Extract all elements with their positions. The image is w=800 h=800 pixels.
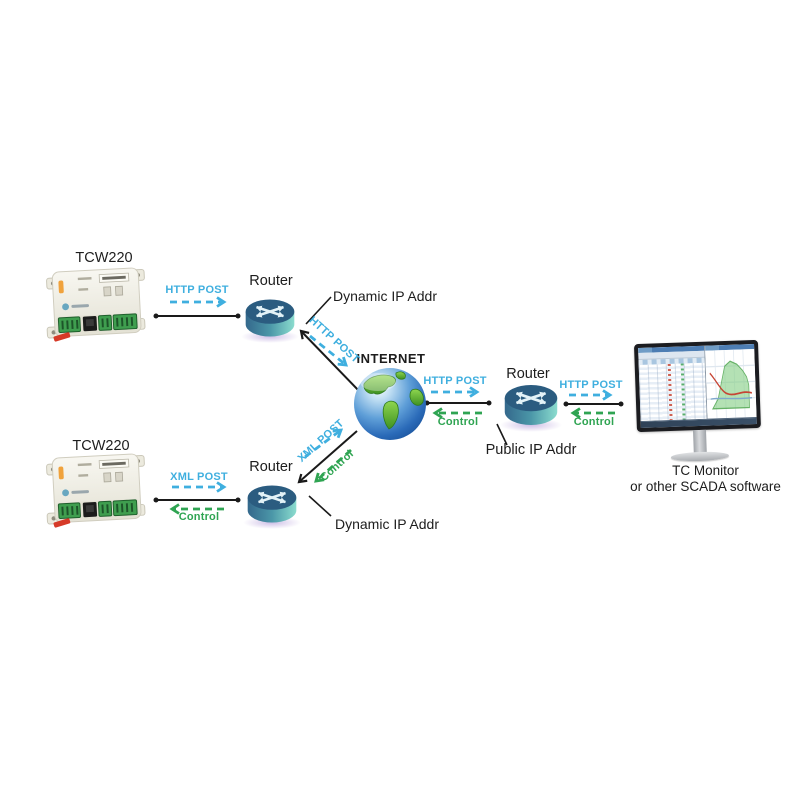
label-control-router-monitor: Control <box>573 416 615 428</box>
device-red-clip <box>53 518 71 528</box>
label-http-post-top-link: HTTP POST <box>165 284 229 296</box>
arrow-http-post-top-diagonal <box>309 334 349 367</box>
device-logo <box>62 489 69 497</box>
label-http-post-internet-router: HTTP POST <box>423 375 487 387</box>
wire-top-router-internet <box>299 329 362 394</box>
continent-greenland <box>395 371 406 380</box>
router-right-icon <box>499 384 563 432</box>
monitor-bezel <box>633 339 761 433</box>
scada-monitor <box>633 339 762 463</box>
label-internet: INTERNET <box>356 351 426 366</box>
label-router-top: Router <box>249 273 293 289</box>
device-led <box>58 280 64 294</box>
label-dynamic-ip-top: Dynamic IP Addr <box>333 288 438 304</box>
label-router-right: Router <box>506 366 550 382</box>
label-control-bottom-link: Control <box>178 511 220 523</box>
device-red-clip <box>53 332 71 342</box>
scada-table-panel <box>638 345 708 422</box>
monitor-stand <box>692 429 707 455</box>
label-http-post-router-monitor: HTTP POST <box>559 379 623 391</box>
label-control-internet-router: Control <box>437 416 479 428</box>
leader-public-ip <box>496 423 508 446</box>
label-tc-monitor-line1: TC Monitor <box>672 463 739 478</box>
arrow-xml-post-bottom-diagonal <box>304 428 344 459</box>
monitor-screen <box>638 344 757 429</box>
continent-south-america <box>382 400 399 430</box>
router-bottom-icon <box>243 485 301 529</box>
router-top-icon <box>241 299 299 343</box>
device-led <box>58 466 64 480</box>
tcw220-device-top-icon <box>46 267 146 342</box>
label-tcw220-top: TCW220 <box>75 250 133 266</box>
label-xml-post-bottom-link: XML POST <box>170 471 228 483</box>
internet-globe-icon <box>354 368 426 440</box>
leader-dynamic-ip-top <box>305 296 332 325</box>
continent-north-america <box>363 374 396 395</box>
scada-chart <box>705 349 757 419</box>
label-tc-monitor-line2: or other SCADA software <box>630 478 781 494</box>
wire-bottom-router-internet <box>297 430 358 484</box>
label-dynamic-ip-bottom: Dynamic IP Addr <box>335 516 440 532</box>
arrow-control-bottom-diagonal <box>314 448 352 483</box>
leader-dynamic-ip-bottom <box>308 495 332 517</box>
continent-africa <box>409 388 424 406</box>
label-router-bottom: Router <box>249 459 293 475</box>
label-tcw220-bottom: TCW220 <box>72 438 130 454</box>
tcw220-device-bottom-icon <box>46 453 146 528</box>
label-tc-monitor: TC Monitor or other SCADA software <box>613 463 798 494</box>
device-logo <box>62 303 69 311</box>
label-public-ip: Public IP Addr <box>485 442 577 458</box>
scada-chart-panel <box>705 344 757 419</box>
